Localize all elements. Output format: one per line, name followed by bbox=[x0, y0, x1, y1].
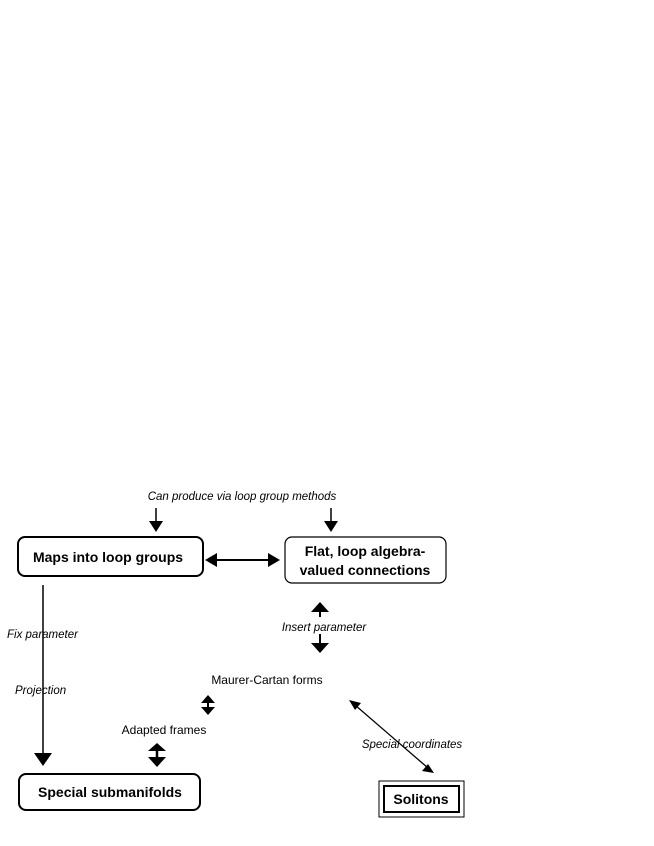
arrow-insert-parameter bbox=[311, 602, 329, 653]
node-solitons: Solitons bbox=[378, 780, 465, 818]
arrow-maps-flat bbox=[205, 553, 280, 567]
label-insert-parameter: Insert parameter bbox=[282, 622, 368, 634]
node-solitons-label: Solitons bbox=[393, 791, 448, 807]
top-note: Can produce via loop group methods bbox=[148, 491, 337, 503]
label-special-coordinates: Special coordinates bbox=[362, 739, 463, 751]
arrow-maps-to-special bbox=[34, 585, 52, 766]
label-fix-parameter: Fix parameter bbox=[7, 629, 79, 641]
arrow-adapted-special bbox=[148, 743, 166, 767]
arrow-note-to-flat bbox=[324, 508, 338, 532]
node-adapted-frames: Adapted frames bbox=[122, 723, 207, 737]
label-projection: Projection bbox=[15, 685, 66, 697]
node-special-submanifolds: Special submanifolds bbox=[18, 773, 201, 811]
node-maps-label: Maps into loop groups bbox=[33, 549, 183, 565]
arrow-maurer-solitons bbox=[349, 700, 434, 773]
node-flat-label-line2: valued connections bbox=[300, 562, 431, 578]
arrow-maurer-adapted bbox=[201, 695, 215, 715]
arrow-note-to-maps bbox=[149, 508, 163, 532]
node-flat-label-line1: Flat, loop algebra- bbox=[305, 543, 426, 559]
node-flat-connections: Flat, loop algebra- valued connections bbox=[284, 536, 447, 584]
node-special-label: Special submanifolds bbox=[38, 784, 182, 800]
node-maps-into-loop-groups: Maps into loop groups bbox=[17, 536, 204, 577]
node-maurer-cartan: Maurer-Cartan forms bbox=[211, 673, 322, 687]
